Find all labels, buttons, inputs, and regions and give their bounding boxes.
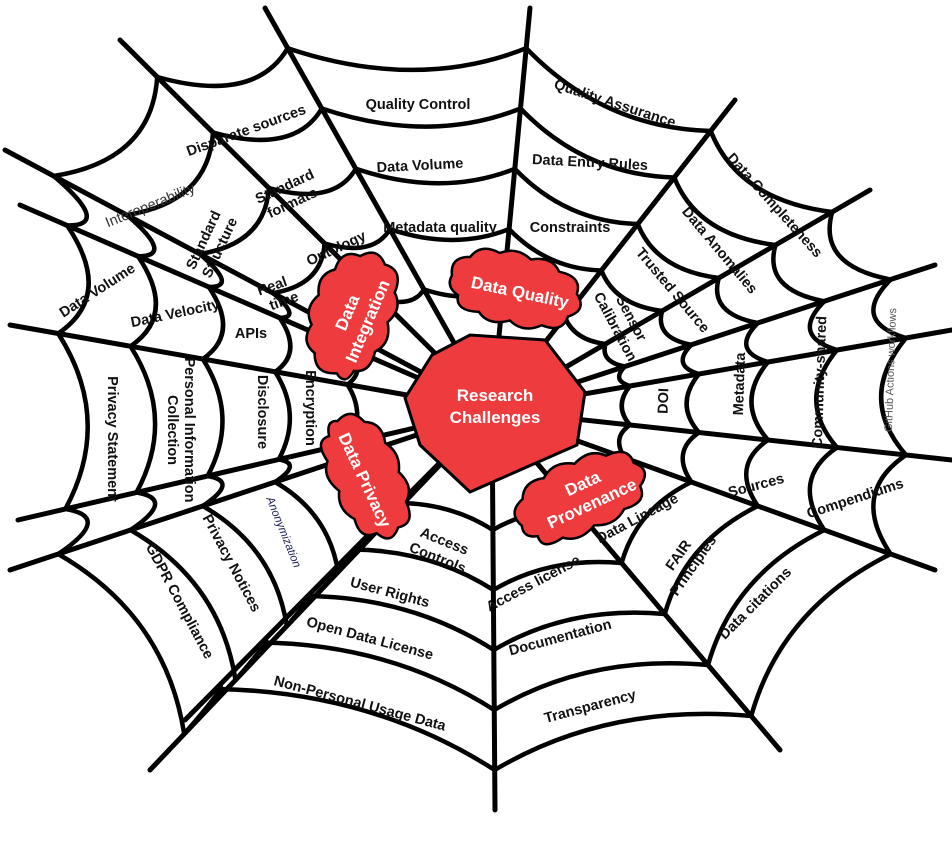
label-data-citations: Data citations — [716, 564, 795, 643]
label-anonymization: Anonymization — [263, 494, 303, 569]
label-data-velocity: Data Velocity — [129, 297, 221, 331]
label-doi: DOI — [656, 388, 673, 414]
label-data-volume-top: Data Volume — [376, 156, 463, 177]
label-data-entry-rules: Data Entry Rules — [532, 152, 649, 174]
label-github-actions: GitHub Actions workflows — [883, 307, 899, 432]
label-data-volume-left: Data Volume — [57, 261, 138, 322]
label-pic-1: Personal Information — [181, 357, 197, 502]
label-quality-control: Quality Control — [366, 97, 471, 113]
label-sources: Sources — [727, 471, 786, 501]
label-encryption: Encryption — [302, 370, 318, 446]
label-community-shared: Community-shared — [810, 316, 831, 449]
label-disparate-sources: Disparate sources — [185, 102, 309, 160]
label-apis: APIs — [235, 326, 267, 342]
label-compendiums: Compendiums — [805, 476, 906, 522]
label-non-personal: Non-Personal Usage Data — [272, 673, 448, 735]
label-pic-2: Collection — [164, 395, 180, 465]
label-constraints: Constraints — [530, 220, 611, 236]
center-label-2: Challenges — [450, 408, 541, 427]
label-privacy-statement: Privacy Statement — [104, 376, 120, 502]
label-metadata-quality: Metadata quality — [383, 220, 497, 236]
label-metadata: Metadata — [731, 351, 749, 415]
center-label-1: Research — [457, 386, 534, 405]
label-disclosure: Disclosure — [254, 375, 270, 449]
label-interoperability: Interoperability — [103, 180, 198, 231]
label-quality-assurance: Quality Assurance — [552, 77, 678, 131]
label-access-license: Access license — [484, 552, 583, 615]
